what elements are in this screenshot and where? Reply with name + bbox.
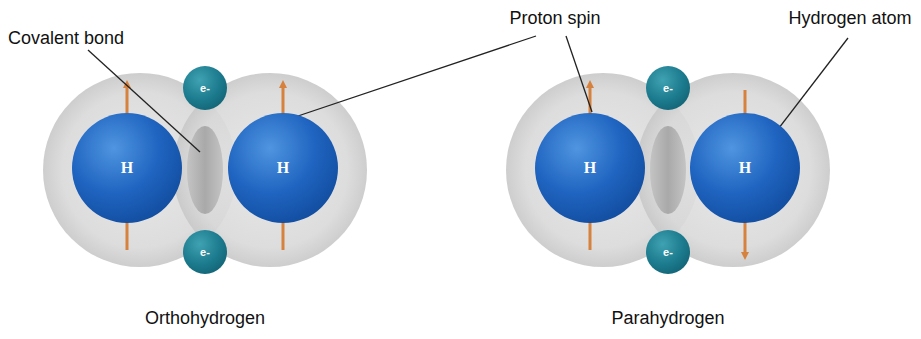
covalent-bond xyxy=(650,126,686,214)
electron: e- xyxy=(646,230,690,274)
part-label: Covalent bond xyxy=(8,28,124,49)
electron-symbol: e- xyxy=(663,246,673,258)
hydrogen-nucleus: H xyxy=(535,113,645,223)
part-label: Proton spin xyxy=(509,8,600,29)
atom-symbol: H xyxy=(739,159,751,177)
hydrogen-nucleus: H xyxy=(690,113,800,223)
atom-symbol: H xyxy=(121,159,133,177)
leader-line xyxy=(292,36,536,118)
electron-symbol: e- xyxy=(200,246,210,258)
atom-symbol: H xyxy=(584,159,596,177)
electron: e- xyxy=(646,66,690,110)
hydrogen-nucleus: H xyxy=(228,113,338,223)
covalent-bond xyxy=(187,126,223,214)
electron: e- xyxy=(183,230,227,274)
electron-symbol: e- xyxy=(200,82,210,94)
molecule-caption: Orthohydrogen xyxy=(145,308,265,329)
electron-symbol: e- xyxy=(663,82,673,94)
leader-line xyxy=(566,36,592,112)
part-label: Hydrogen atom xyxy=(788,8,911,29)
electron: e- xyxy=(183,66,227,110)
molecule-caption: Parahydrogen xyxy=(611,308,724,329)
atom-symbol: H xyxy=(277,159,289,177)
hydrogen-nucleus: H xyxy=(72,113,182,223)
